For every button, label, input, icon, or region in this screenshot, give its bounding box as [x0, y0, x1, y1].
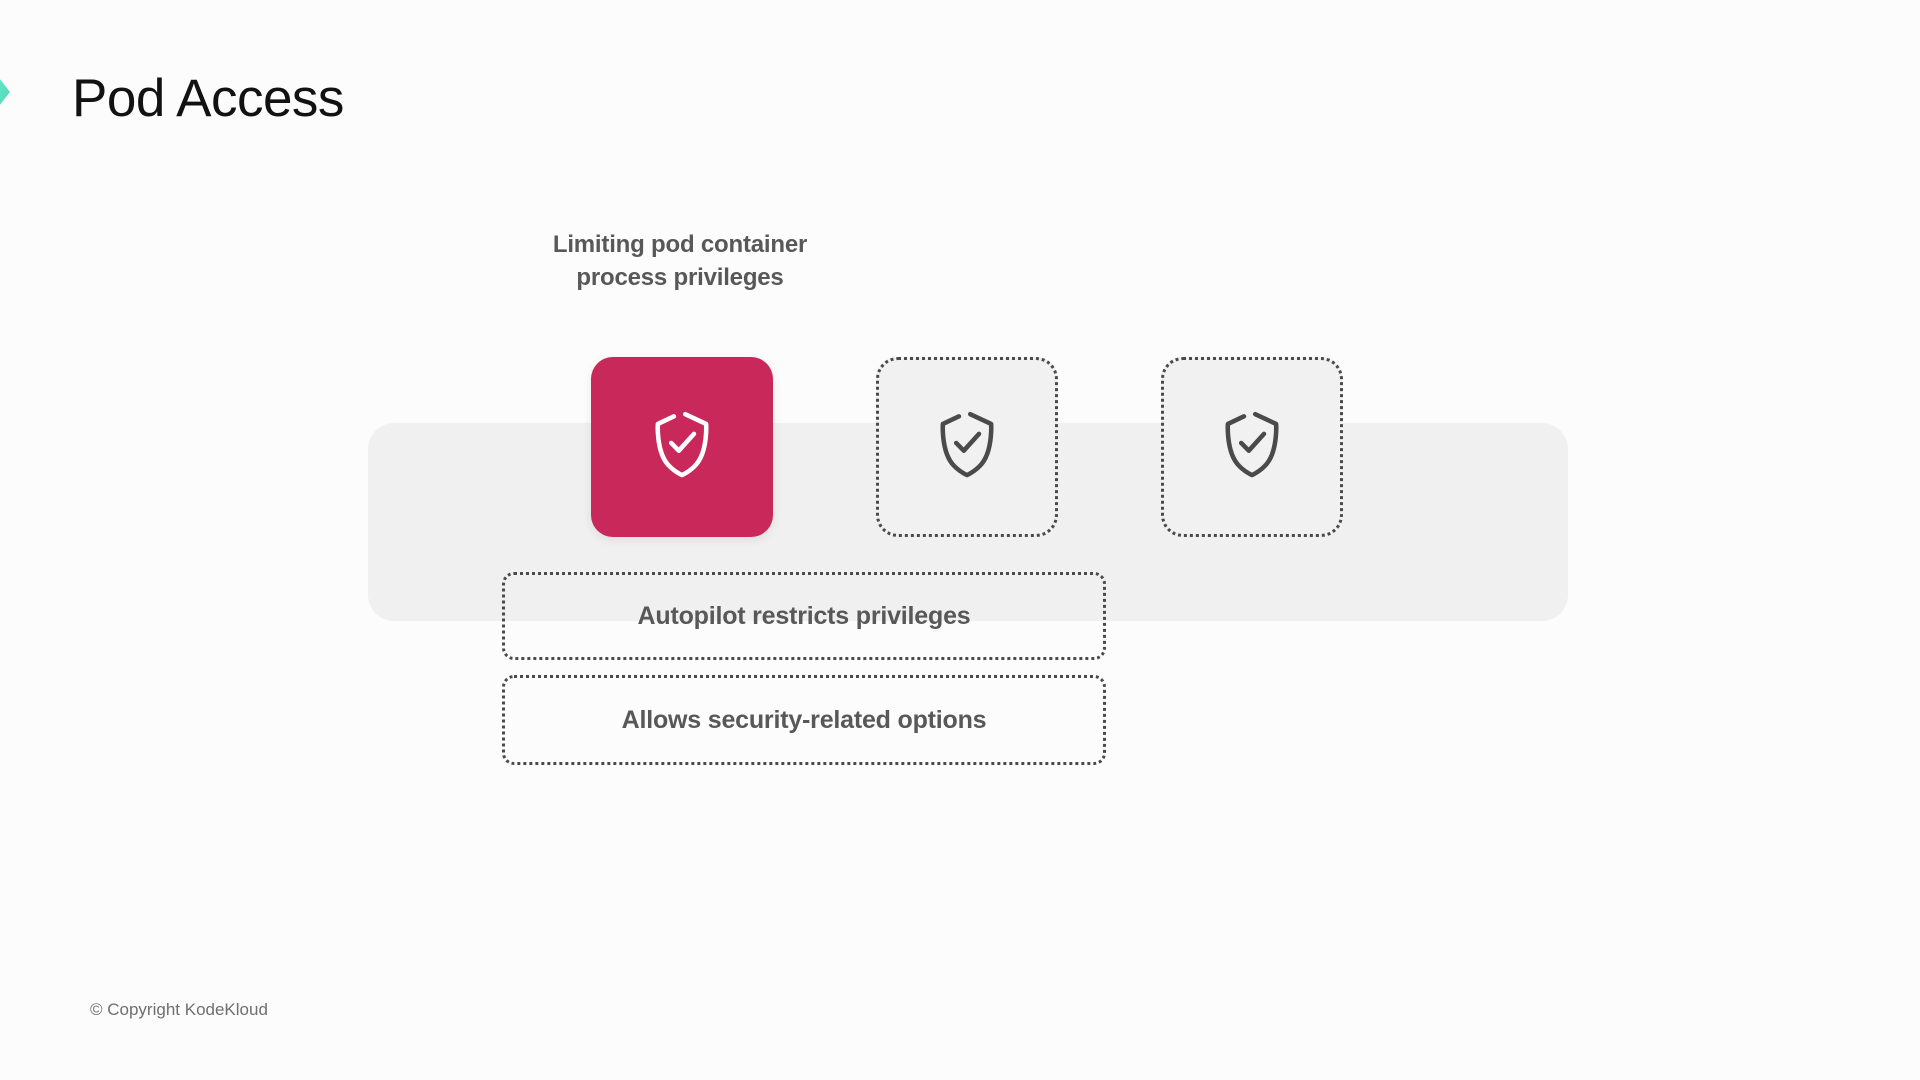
icon-card-inactive-2[interactable]: [876, 357, 1058, 537]
chevron-right-icon: [0, 36, 50, 148]
shield-check-icon: [931, 407, 1003, 488]
icon-card-inactive-3[interactable]: [1161, 357, 1343, 537]
footer-copyright: © Copyright KodeKloud: [90, 1000, 268, 1019]
shield-check-icon: [1216, 407, 1288, 488]
page-title: Pod Access: [72, 69, 344, 128]
callout-label: Allows security-related options: [621, 705, 987, 734]
icon-card-active[interactable]: [591, 357, 773, 537]
callout-label: Autopilot restricts privileges: [637, 601, 971, 630]
column-heading: Limiting pod container process privilege…: [552, 231, 808, 291]
callout-box-1[interactable]: Autopilot restricts privileges: [502, 572, 1106, 660]
shield-check-icon: [646, 407, 718, 488]
callout-box-2[interactable]: Allows security-related options: [502, 675, 1106, 765]
